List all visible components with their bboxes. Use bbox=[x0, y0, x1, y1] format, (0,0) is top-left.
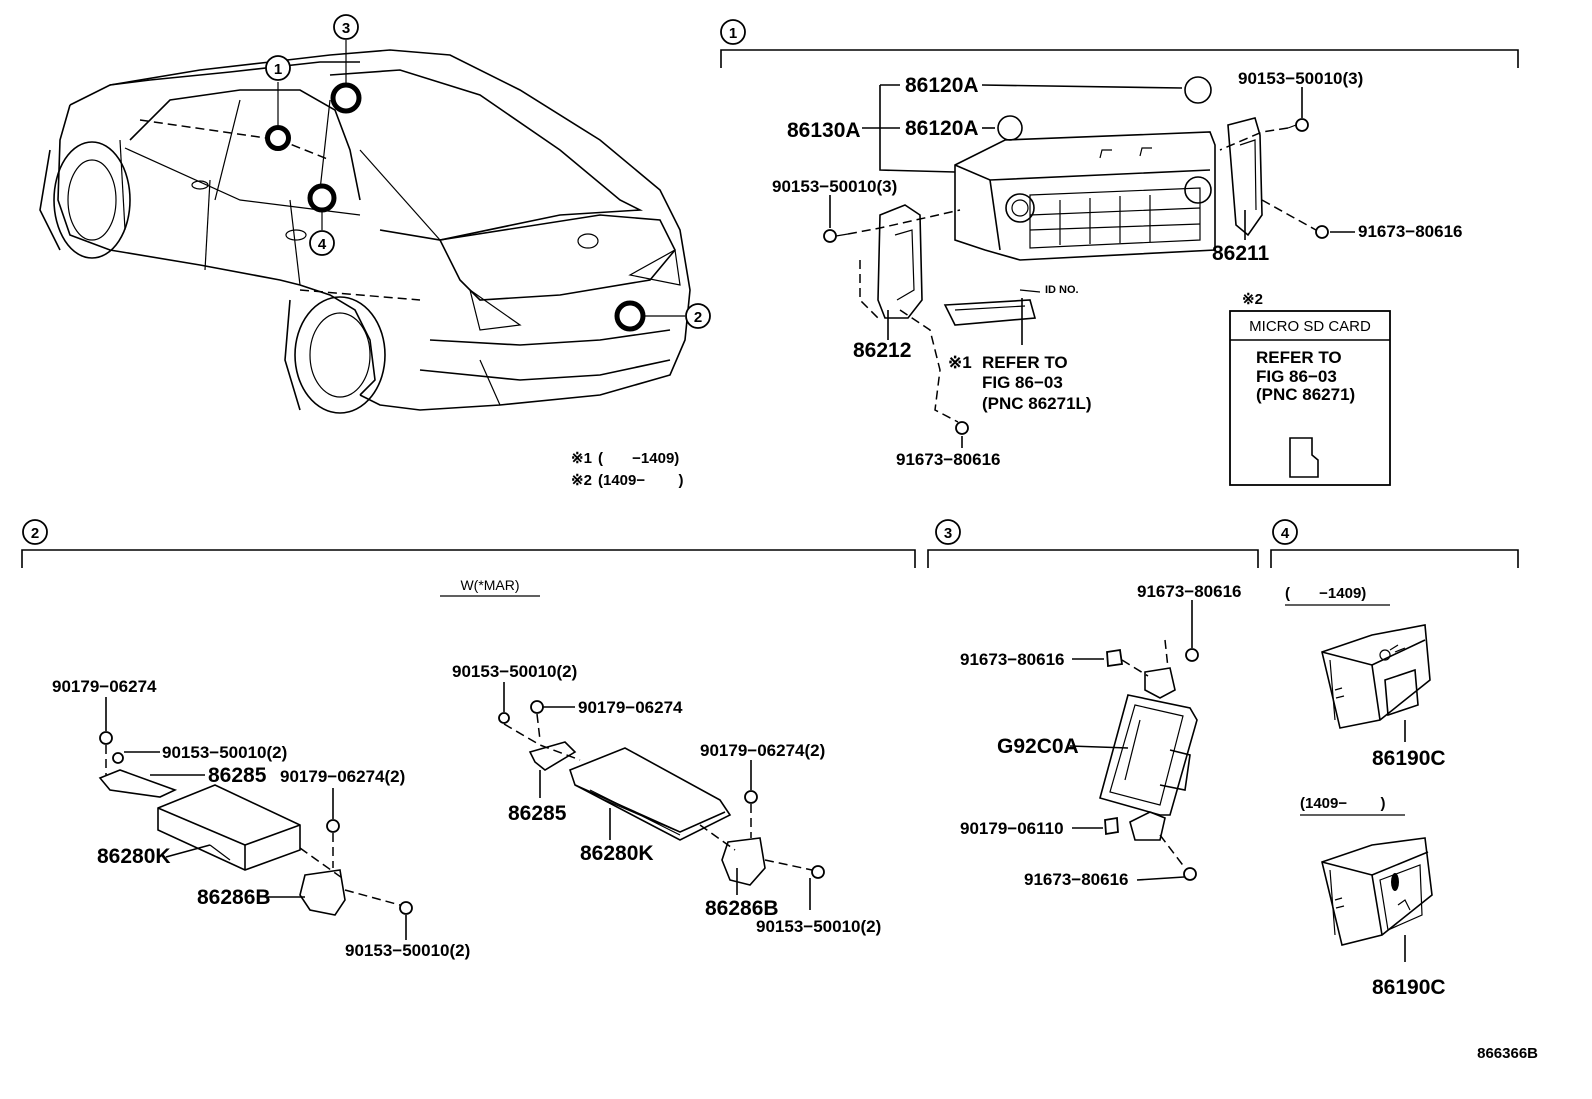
svg-text:4: 4 bbox=[1281, 525, 1290, 542]
part-86120a-b: 86120A bbox=[905, 117, 979, 140]
diagram-id: 866366B bbox=[1477, 1045, 1538, 1062]
s3-module: G92C0A bbox=[997, 735, 1079, 758]
section-4-bracket bbox=[1270, 549, 1519, 568]
part-90153-50010-top: 90153−50010(3) bbox=[1238, 69, 1363, 88]
svg-text:2: 2 bbox=[694, 309, 702, 326]
part-91673-80616-right: 91673−80616 bbox=[1358, 222, 1462, 241]
refer-note-line2: FIG 86−03 bbox=[982, 373, 1063, 392]
right-amp: 86280K bbox=[580, 842, 654, 865]
left-nut-top: 90179−06274 bbox=[52, 677, 157, 696]
section-2-bracket bbox=[21, 549, 916, 568]
right-nut-right: 90179−06274(2) bbox=[700, 741, 825, 760]
vehicle-overview bbox=[39, 40, 691, 414]
section-1-bracket bbox=[720, 49, 1519, 68]
s3-screw-top: 91673−80616 bbox=[1137, 582, 1241, 601]
right-bolt-bottom: 90153−50010(2) bbox=[756, 917, 881, 936]
s3-nut: 90179−06110 bbox=[960, 819, 1064, 838]
note-1-text: ( −1409) bbox=[598, 450, 679, 467]
sd-box-mark: ※2 bbox=[1242, 291, 1263, 308]
usb-port-b-illustration bbox=[1321, 837, 1433, 946]
right-bracket-bottom: 86286B bbox=[705, 897, 779, 920]
refer-note-mark: ※1 bbox=[948, 353, 972, 372]
amplifier-right-illustration bbox=[498, 700, 825, 886]
left-bolt: 90153−50010(2) bbox=[162, 743, 287, 762]
svg-text:1: 1 bbox=[729, 25, 737, 42]
g92c0a-module-illustration bbox=[1099, 639, 1199, 881]
s4-cond-b: (1409− ) bbox=[1300, 795, 1385, 812]
micro-sd-card-icon bbox=[1289, 437, 1319, 478]
usb-port-a-illustration bbox=[1321, 624, 1431, 729]
overview-callout-2: 2 bbox=[685, 303, 711, 329]
sd-box-line3: (PNC 86271) bbox=[1256, 385, 1355, 404]
left-amp: 86280K bbox=[97, 845, 171, 868]
leader-86130a-bracket bbox=[879, 85, 956, 173]
section-4-marker: 4 bbox=[1272, 519, 1298, 545]
micro-sd-card-box: ※2 MICRO SD CARD REFER TO FIG 86−03 (PNC… bbox=[1229, 291, 1391, 486]
part-86211: 86211 bbox=[1212, 242, 1270, 265]
note-2-mark: ※2 bbox=[571, 472, 592, 489]
part-86130a: 86130A bbox=[787, 119, 861, 142]
s4-cond-a: ( −1409) bbox=[1285, 585, 1366, 602]
sd-box-line1: REFER TO bbox=[1256, 348, 1342, 367]
right-bracket-top: 86285 bbox=[508, 802, 567, 825]
radio-receiver-illustration bbox=[823, 76, 1329, 435]
left-bracket-top: 86285 bbox=[208, 764, 267, 787]
part-91673-80616-bottom: 91673−80616 bbox=[896, 450, 1000, 469]
overview-callout-3: 3 bbox=[333, 14, 359, 40]
sd-box-line2: FIG 86−03 bbox=[1256, 367, 1337, 386]
condition-label: W(*MAR) bbox=[460, 577, 519, 593]
part-86120a-a: 86120A bbox=[905, 74, 979, 97]
section-3-marker: 3 bbox=[935, 519, 961, 545]
right-bolt-top: 90153−50010(2) bbox=[452, 662, 577, 681]
left-bolt-bottom: 90153−50010(2) bbox=[345, 941, 470, 960]
right-nut-top: 90179−06274 bbox=[578, 698, 683, 717]
section-2-marker: 2 bbox=[22, 519, 48, 545]
svg-text:1: 1 bbox=[274, 61, 282, 78]
amplifier-left-illustration bbox=[98, 731, 413, 916]
usb-port-b-part: 86190C bbox=[1372, 976, 1446, 999]
overview-callout-1: 1 bbox=[265, 55, 291, 81]
id-no-label: ID NO. bbox=[1045, 284, 1079, 296]
section-3-bracket bbox=[927, 549, 1259, 568]
svg-text:3: 3 bbox=[342, 20, 350, 37]
note-2-text: (1409− ) bbox=[598, 472, 683, 489]
section-1-marker: 1 bbox=[720, 19, 746, 45]
sd-box-title: MICRO SD CARD bbox=[1249, 318, 1371, 335]
left-bracket-bottom: 86286B bbox=[197, 886, 271, 909]
svg-text:4: 4 bbox=[318, 236, 327, 253]
s3-screw-left: 91673−80616 bbox=[960, 650, 1064, 669]
part-86212: 86212 bbox=[853, 339, 911, 362]
refer-note-line3: (PNC 86271L) bbox=[982, 394, 1092, 413]
svg-text:3: 3 bbox=[944, 525, 952, 542]
refer-note-line1: REFER TO bbox=[982, 353, 1068, 372]
usb-port-a-part: 86190C bbox=[1372, 747, 1446, 770]
left-nut-right: 90179−06274(2) bbox=[280, 767, 405, 786]
part-90153-50010-left: 90153−50010(3) bbox=[772, 177, 897, 196]
note-1-mark: ※1 bbox=[571, 450, 592, 467]
svg-text:2: 2 bbox=[31, 525, 39, 542]
s3-screw-bottom: 91673−80616 bbox=[1024, 870, 1128, 889]
overview-callout-4: 4 bbox=[309, 230, 335, 256]
